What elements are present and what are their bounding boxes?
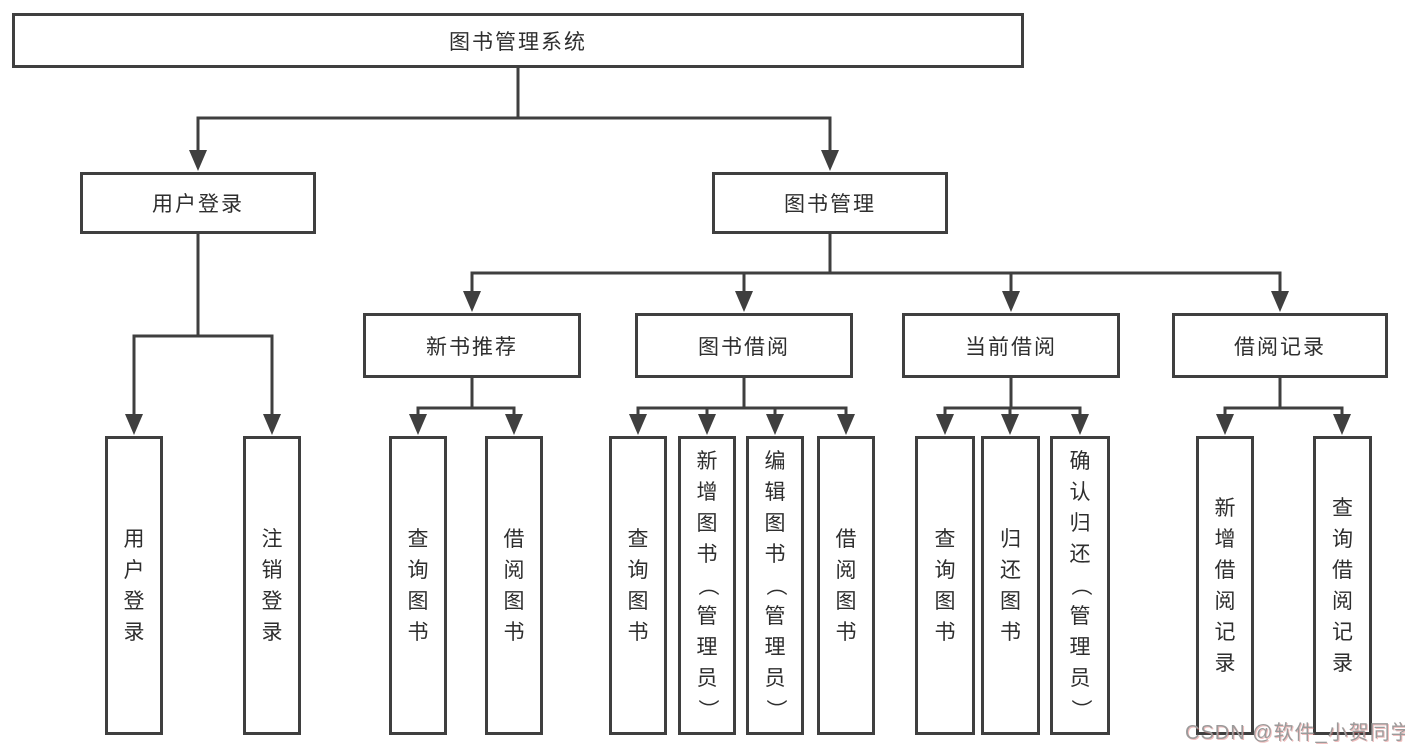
node-label: 图书管理 <box>784 193 876 216</box>
node-label: 当前借阅 <box>965 335 1057 359</box>
node-label: 新增借阅记录 <box>1214 496 1236 675</box>
node-new-book-recommend: 新书推荐 <box>363 313 581 378</box>
node-label: 查询借阅记录 <box>1332 496 1353 675</box>
leaf-logout: 注销登录 <box>243 436 301 735</box>
node-current-borrowing: 当前借阅 <box>902 313 1120 378</box>
leaf-edit-books-admin: 编辑图书（管理员） <box>746 436 804 735</box>
leaf-query-borrow-record: 查询借阅记录 <box>1313 436 1372 735</box>
node-label: 新书推荐 <box>426 335 518 359</box>
leaf-add-books-admin: 新增图书（管理员） <box>678 436 736 735</box>
node-label: 查询图书 <box>934 527 956 644</box>
leaf-add-borrow-record: 新增借阅记录 <box>1196 436 1254 735</box>
node-label: 注销登录 <box>261 527 283 644</box>
node-label: 查询图书 <box>627 527 649 644</box>
node-label: 图书借阅 <box>698 335 790 359</box>
leaf-borrow-books-recommend: 借阅图书 <box>485 436 543 735</box>
node-label: 确认归还（管理员） <box>1068 450 1092 720</box>
node-book-borrowing: 图书借阅 <box>635 313 853 378</box>
leaf-query-books-recommend: 查询图书 <box>389 436 447 735</box>
node-borrow-records: 借阅记录 <box>1172 313 1388 378</box>
node-label: 归还图书 <box>1000 527 1021 644</box>
leaf-borrow-books: 借阅图书 <box>817 436 875 735</box>
node-label: 图书管理系统 <box>449 30 587 54</box>
leaf-confirm-return-admin: 确认归还（管理员） <box>1050 436 1110 735</box>
node-library-system: 图书管理系统 <box>12 13 1024 68</box>
leaf-query-current-books: 查询图书 <box>915 436 975 735</box>
node-label: 用户登录 <box>123 527 145 644</box>
node-label: 用户登录 <box>152 193 244 216</box>
node-book-management: 图书管理 <box>712 172 948 234</box>
node-user-login: 用户登录 <box>80 172 316 234</box>
arrowheads <box>125 150 1351 435</box>
leaf-return-books: 归还图书 <box>981 436 1040 735</box>
node-label: 新增图书（管理员） <box>695 450 719 720</box>
node-label: 编辑图书（管理员） <box>763 450 787 720</box>
csdn-watermark: CSDN @软件_小贺同学 <box>1185 722 1405 744</box>
node-label: 借阅图书 <box>503 527 525 644</box>
leaf-user-login: 用户登录 <box>105 436 163 735</box>
node-label: 借阅图书 <box>835 527 857 644</box>
node-label: 借阅记录 <box>1234 335 1326 359</box>
leaf-query-books: 查询图书 <box>609 436 667 735</box>
node-label: 查询图书 <box>407 527 429 644</box>
